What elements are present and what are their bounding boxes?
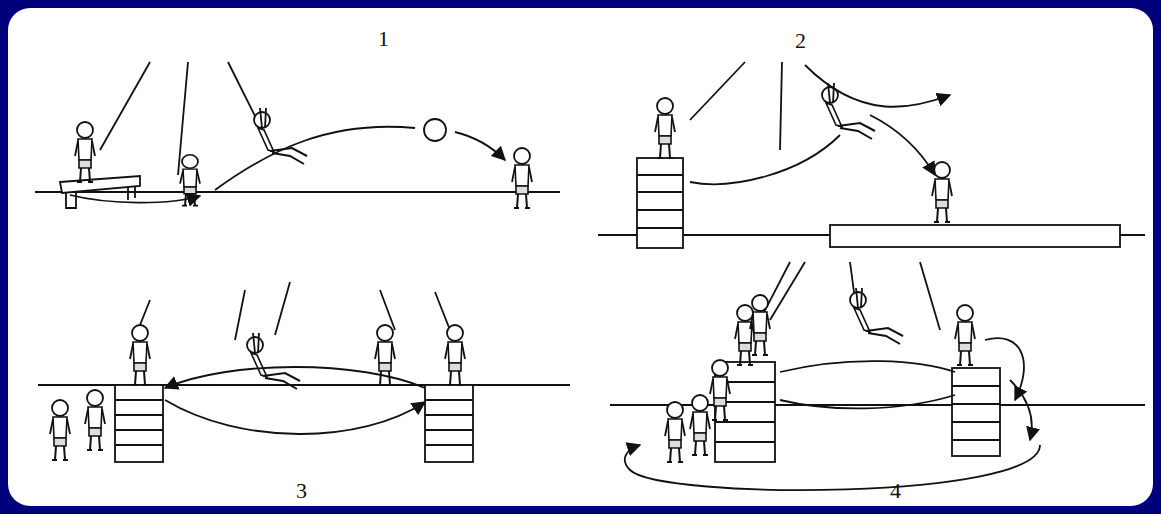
scene-two <box>598 62 1145 248</box>
scene-three <box>38 282 570 462</box>
panel-number: 3 <box>296 480 307 502</box>
panel-number: 2 <box>795 30 806 52</box>
panel-number: 1 <box>378 28 389 50</box>
scene-one <box>35 62 560 208</box>
panel-number: 4 <box>890 480 901 502</box>
scene-four <box>610 262 1145 490</box>
